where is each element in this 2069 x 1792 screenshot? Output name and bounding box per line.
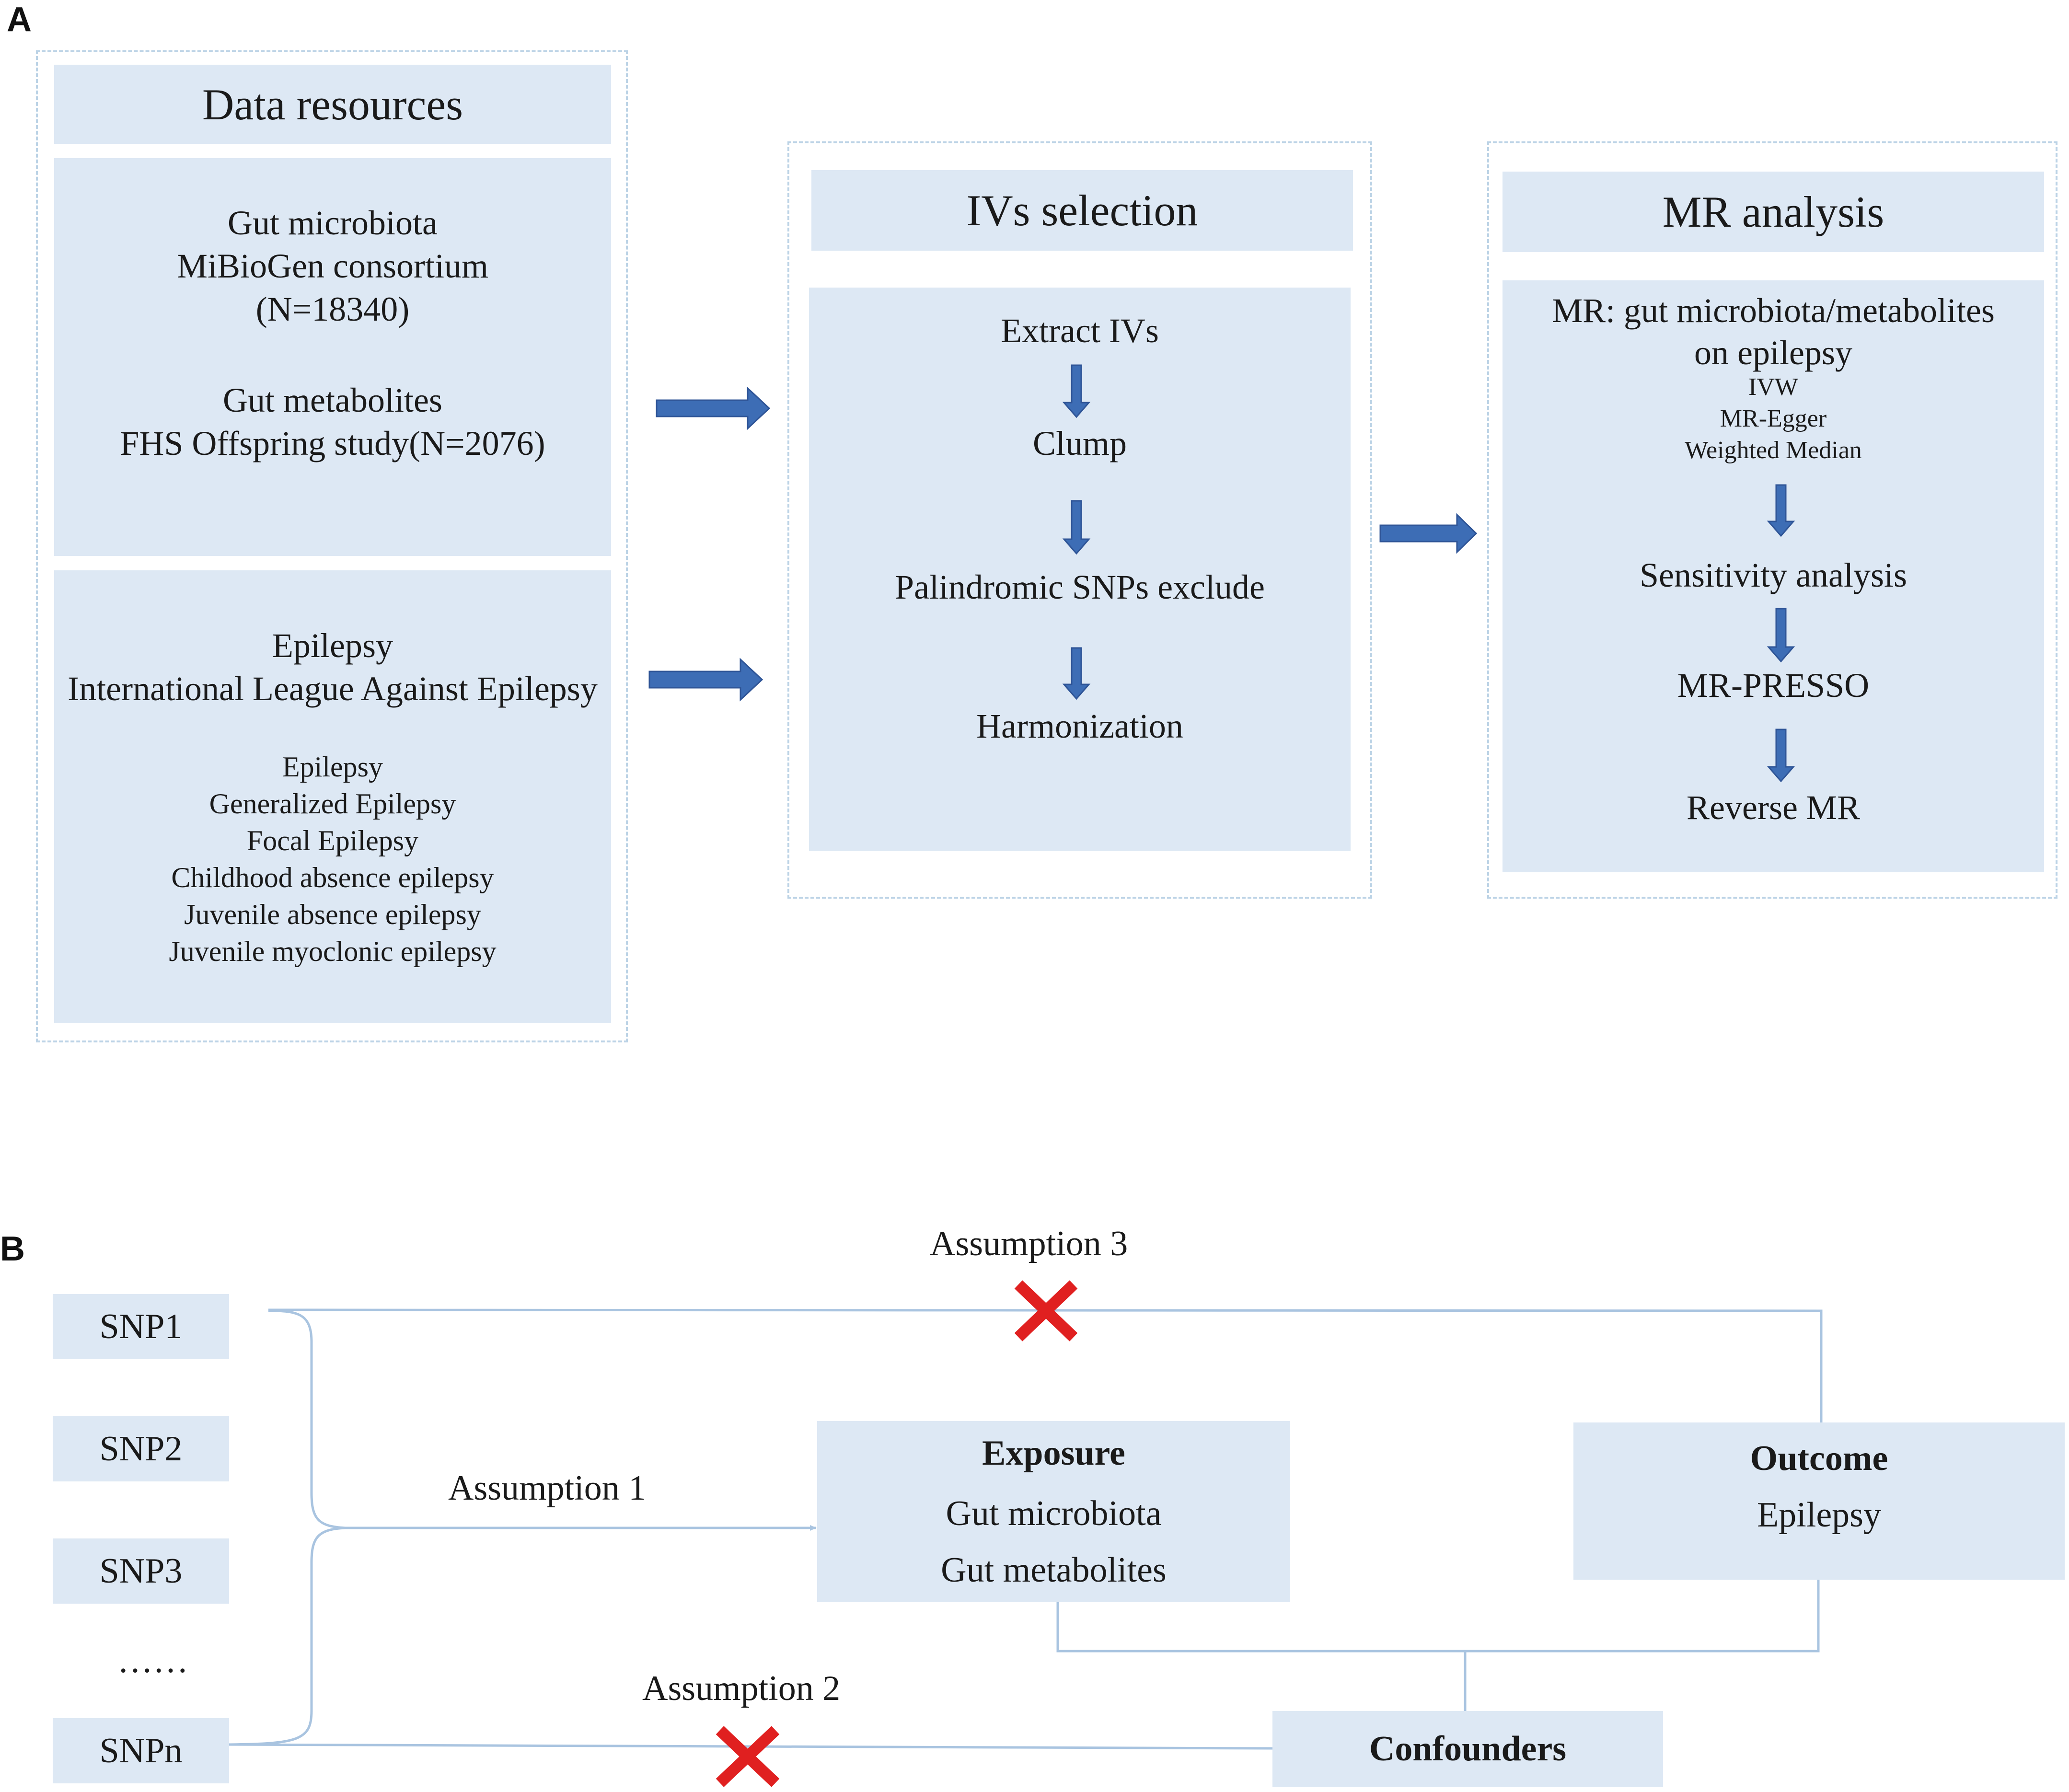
subtype-item: Juvenile absence epilepsy [184, 898, 481, 930]
snp-brace [229, 1309, 346, 1746]
mibiogen-label: MiBioGen consortium [177, 247, 488, 285]
exposure-title: Exposure [982, 1434, 1125, 1473]
mr-main-line1: MR: gut microbiota/metabolites [1552, 291, 1995, 330]
ivs-selection-group [787, 141, 1372, 899]
fhs-label: FHS Offspring study(N=2076) [120, 424, 545, 462]
subtype-item: Focal Epilepsy [246, 824, 419, 856]
exposure-line2: Gut metabolites [941, 1550, 1167, 1590]
outcome-box: Outcome Epilepsy [1573, 1422, 2065, 1580]
ilae-label: International League Against Epilepsy [68, 669, 598, 708]
epilepsy-label: Epilepsy [272, 626, 393, 665]
exposure-line1: Gut microbiota [946, 1494, 1162, 1533]
method-mr-egger: MR-Egger [1720, 405, 1827, 432]
assumption-3-cross-icon [1014, 1280, 1078, 1341]
arrow-down-icon [1062, 647, 1091, 700]
method-ivw: IVW [1748, 373, 1798, 401]
arrow-down-icon [1767, 608, 1795, 663]
gut-microbiota-label: Gut microbiota [228, 204, 438, 242]
snp-box-n: SNPn [53, 1718, 229, 1783]
subtype-item: Juvenile myoclonic epilepsy [169, 935, 497, 967]
step-mr-presso: MR-PRESSO [1677, 666, 1870, 705]
snp-box-1: SNP1 [53, 1294, 229, 1359]
snp-ellipsis: …… [117, 1641, 188, 1680]
exposure-box: Exposure Gut microbiota Gut metabolites [817, 1421, 1290, 1602]
mr-steps-box: MR: gut microbiota/metabolites on epilep… [1503, 280, 2044, 872]
mr-analysis-group [1487, 141, 2057, 899]
arrow-down-icon [1767, 484, 1795, 537]
method-weighted-median: Weighted Median [1685, 437, 1862, 464]
assumption-1-label: Assumption 1 [448, 1468, 647, 1508]
subtype-item: Generalized Epilepsy [209, 787, 456, 820]
mr-main-line2: on epilepsy [1694, 334, 1852, 372]
data-resources-group [36, 50, 628, 1042]
subtype-item: Childhood absence epilepsy [171, 861, 494, 893]
arrow-down-icon [1767, 728, 1795, 783]
data-resources-title: Data resources [54, 65, 611, 144]
arrow-down-icon [1062, 364, 1091, 418]
assumption-2-label: Assumption 2 [642, 1669, 841, 1708]
microbiota-source-box: Gut microbiota MiBioGen consortium (N=18… [54, 158, 611, 556]
confounder-link [1056, 1580, 1820, 1653]
step-clump: Clump [1032, 424, 1127, 462]
assumption-3-line [268, 1308, 1823, 1422]
outcome-title: Outcome [1750, 1439, 1888, 1478]
epilepsy-source-box: Epilepsy International League Against Ep… [54, 570, 611, 1023]
step-sensitivity: Sensitivity analysis [1640, 556, 1907, 594]
gut-sample-size: (N=18340) [255, 290, 410, 328]
panel-a-label: A [7, 0, 32, 39]
snp-box-3: SNP3 [53, 1538, 229, 1604]
assumption-3-label: Assumption 3 [930, 1224, 1128, 1263]
arrow-right-icon [656, 386, 771, 430]
arrow-down-icon [1062, 500, 1091, 555]
arrow-right-icon [1379, 513, 1478, 554]
snp-box-2: SNP2 [53, 1416, 229, 1481]
mr-analysis-title: MR analysis [1503, 172, 2044, 252]
step-extract-ivs: Extract IVs [1001, 312, 1159, 350]
step-reverse-mr: Reverse MR [1687, 788, 1860, 827]
arrow-right-icon [648, 658, 763, 702]
confounders-box: Confounders [1272, 1711, 1663, 1787]
assumption-2-cross-icon [716, 1726, 780, 1787]
step-palindromic: Palindromic SNPs exclude [895, 568, 1265, 606]
ivs-selection-title: IVs selection [811, 170, 1353, 251]
step-harmonization: Harmonization [976, 707, 1183, 745]
subtype-item: Epilepsy [282, 751, 383, 783]
gut-metabolites-label: Gut metabolites [223, 381, 442, 419]
outcome-line1: Epilepsy [1757, 1495, 1881, 1535]
panel-b-label: B [0, 1230, 25, 1268]
